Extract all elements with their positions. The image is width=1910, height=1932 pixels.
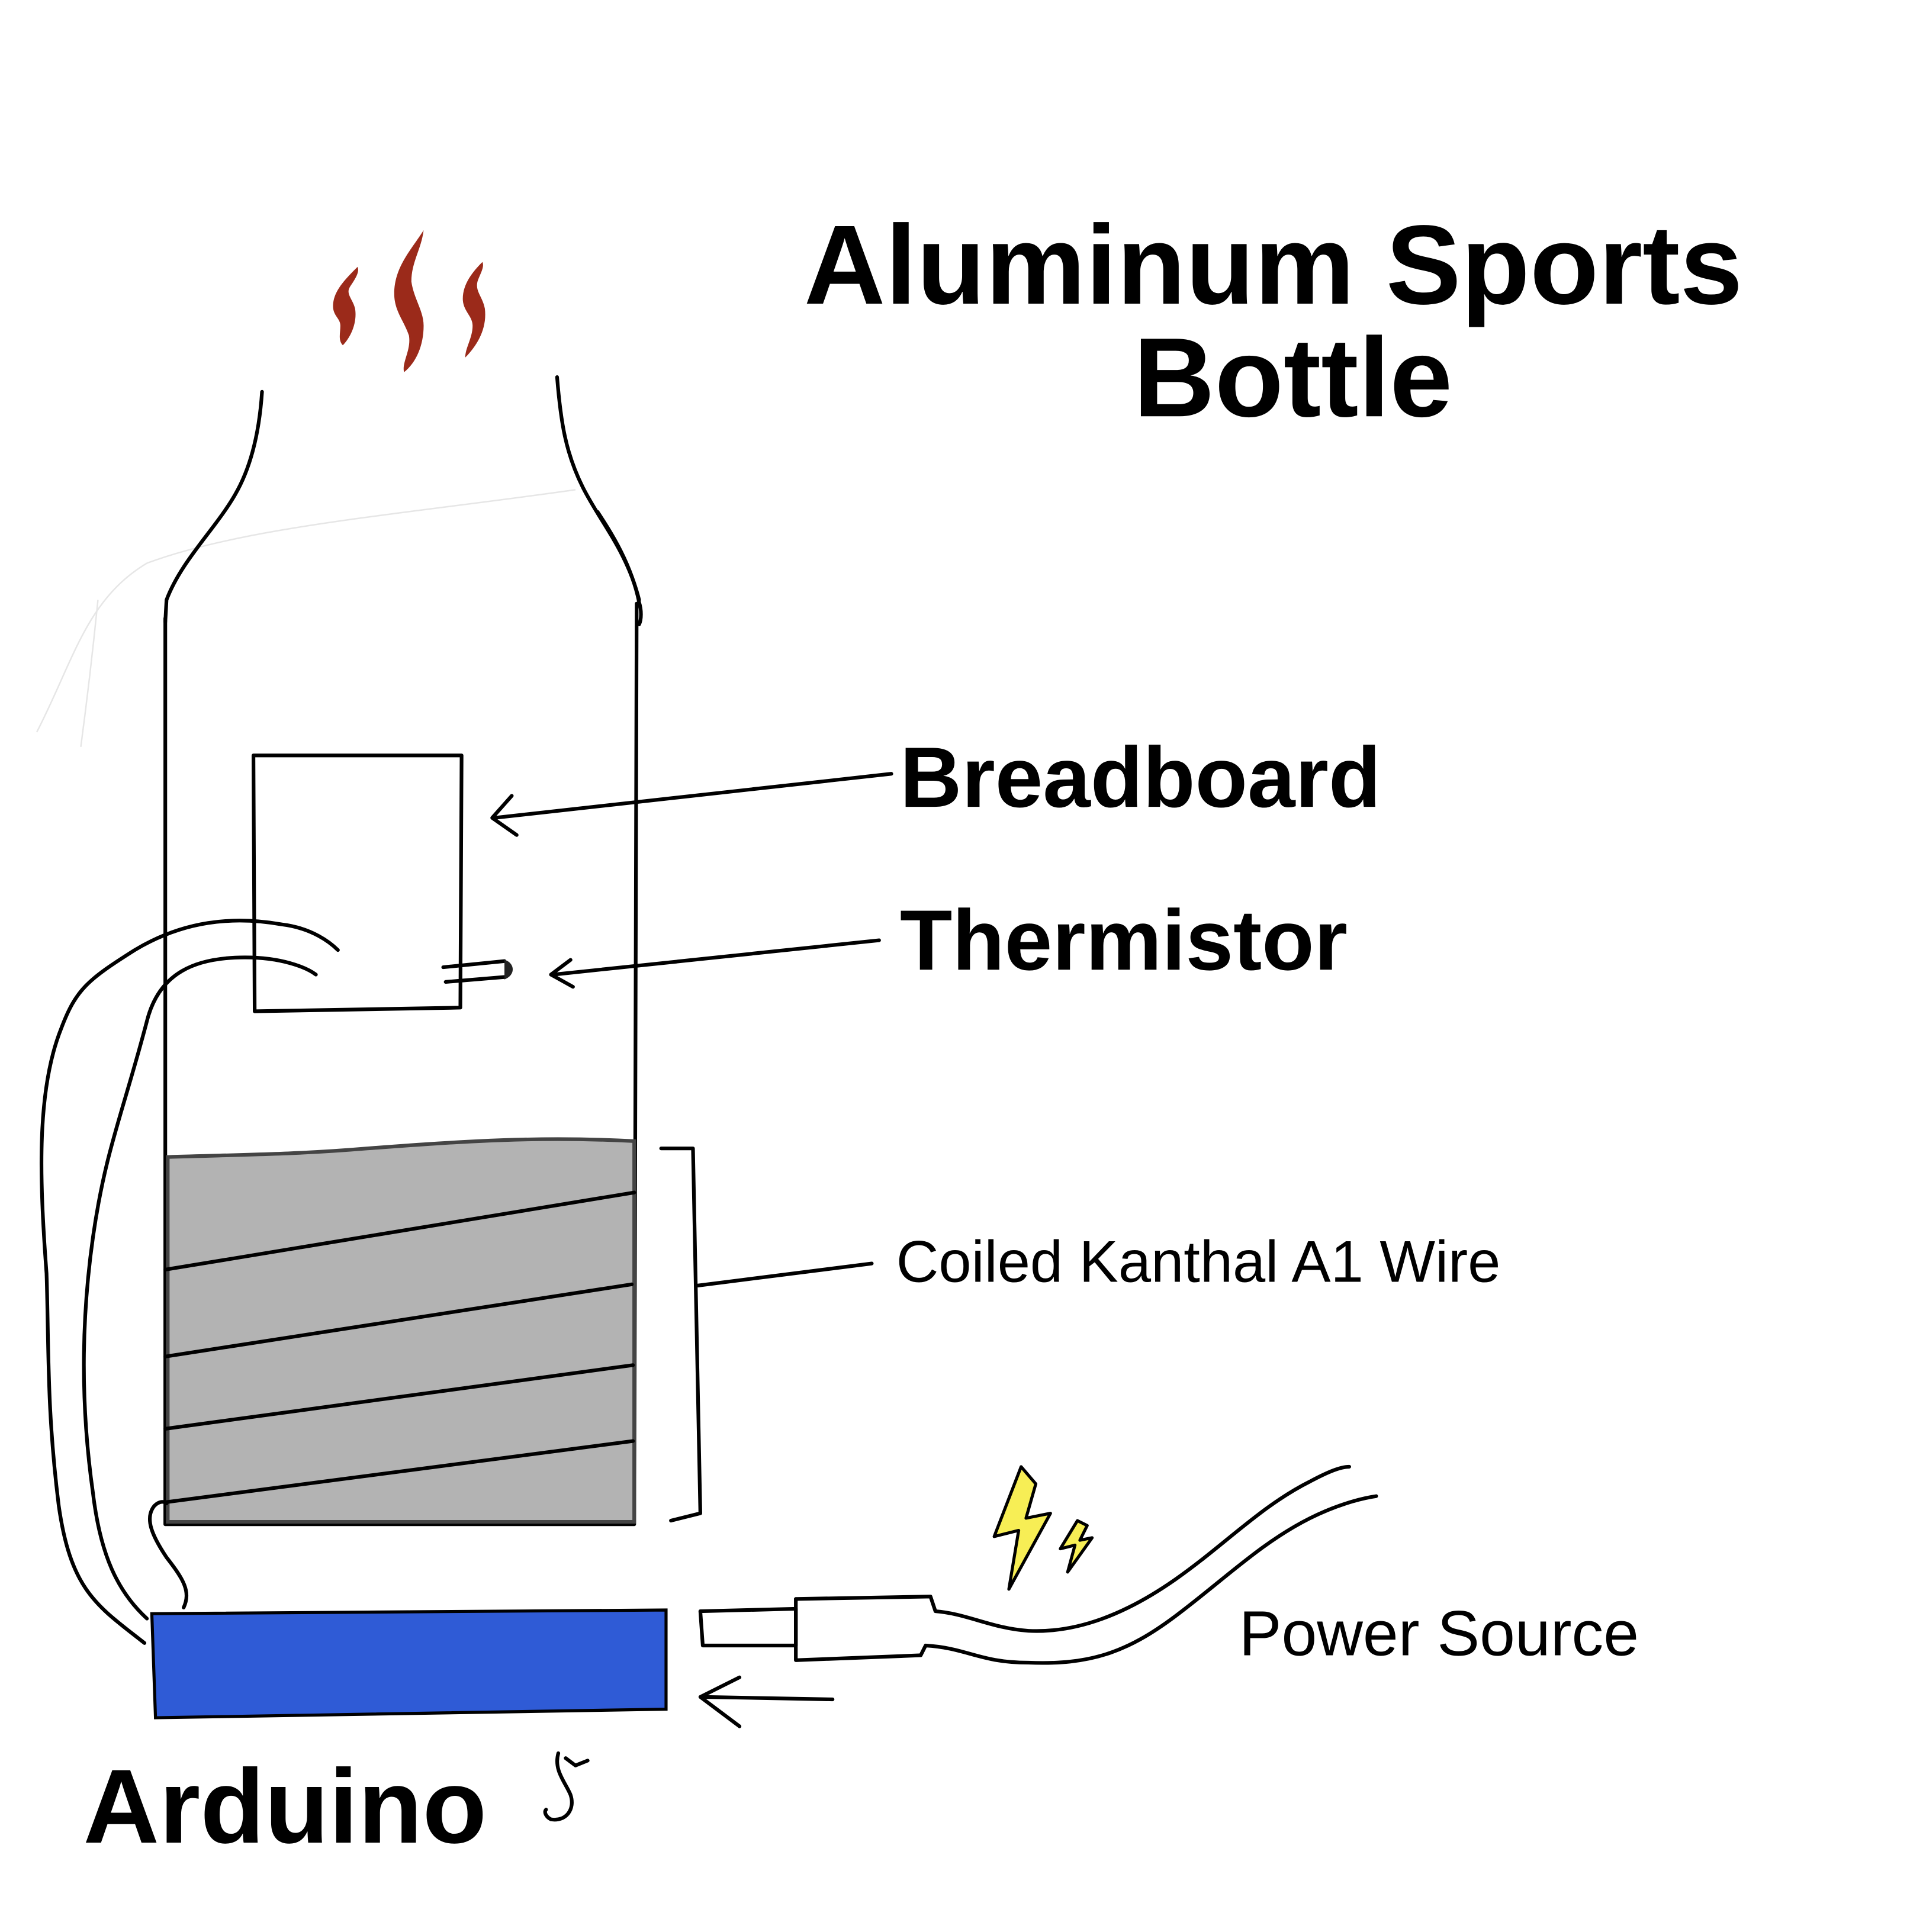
diagram-title-line2: Bottle	[1133, 315, 1452, 440]
faint-sketch-lines	[36, 489, 576, 747]
heated-water	[166, 1137, 636, 1524]
power-plug	[698, 1464, 1378, 1665]
arduino-board	[150, 1608, 668, 1720]
steam-icon	[333, 230, 485, 372]
arduino-wires	[39, 919, 340, 1645]
diagram-title-line1: Aluminum Sports	[804, 202, 1742, 328]
breadboard	[251, 754, 464, 1013]
arrow-icon	[490, 772, 893, 1822]
lightning-icon	[992, 1465, 1094, 1591]
breadboard-label: Breadboard	[900, 729, 1381, 825]
coil-label: Coiled Kanthal A1 Wire	[896, 1229, 1501, 1295]
arduino-label: Arduino	[83, 1747, 487, 1865]
bottle-outline	[163, 375, 643, 1527]
power-source-label: Power Source	[1239, 1598, 1639, 1669]
kanthal-coil	[163, 1190, 636, 1505]
thermistor-label: Thermistor	[900, 892, 1348, 988]
thermistor	[441, 959, 513, 984]
coil-bracket	[659, 1147, 702, 1523]
